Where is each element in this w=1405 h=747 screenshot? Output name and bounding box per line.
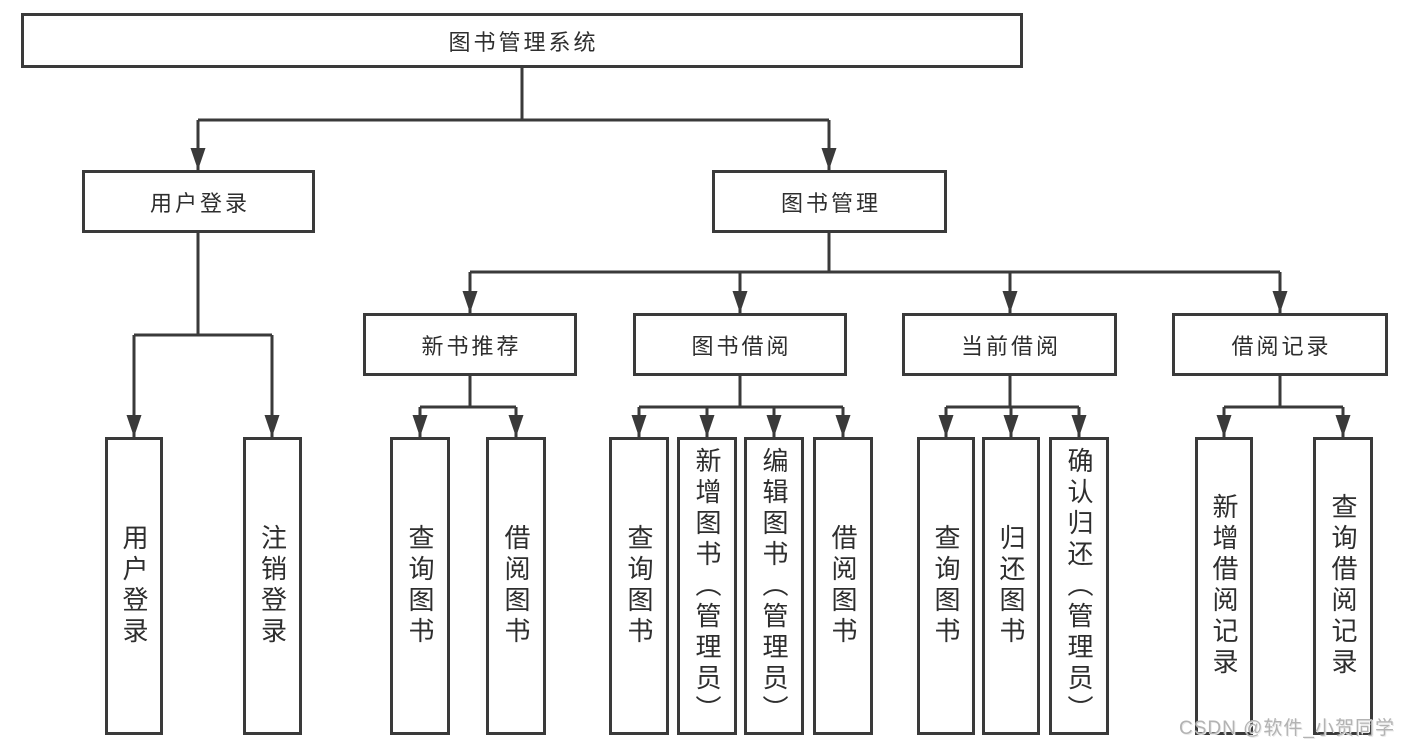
node-label: 借阅记录 <box>1231 333 1332 359</box>
node-leaf-query-books-3: 查询图书 <box>917 437 975 735</box>
node-label: 用户登录 <box>149 190 250 216</box>
node-current-borrowing: 当前借阅 <box>902 313 1117 376</box>
node-label: 查询图书 <box>405 524 435 648</box>
node-label: 借阅图书 <box>501 524 531 648</box>
node-label: 图书管理系统 <box>448 29 599 55</box>
node-label: 查询图书 <box>931 524 961 648</box>
node-root: 图书管理系统 <box>21 13 1023 68</box>
node-new-book-recommend: 新书推荐 <box>363 313 577 376</box>
node-leaf-edit-book-admin: 编辑图书（管理员） <box>744 437 804 735</box>
node-leaf-query-books-1: 查询图书 <box>390 437 450 735</box>
node-label: 归还图书 <box>996 524 1026 648</box>
node-leaf-borrow-books-1: 借阅图书 <box>486 437 546 735</box>
node-label: 当前借阅 <box>960 333 1061 359</box>
node-label: 新书推荐 <box>421 333 522 359</box>
node-leaf-user-login: 用户登录 <box>105 437 163 735</box>
node-label: 查询图书 <box>624 524 654 648</box>
node-label: 确认归还（管理员） <box>1064 446 1094 726</box>
edge-rails <box>134 68 1343 409</box>
node-label: 借阅图书 <box>828 524 858 648</box>
node-leaf-return-book: 归还图书 <box>982 437 1040 735</box>
node-book-borrowing: 图书借阅 <box>633 313 847 376</box>
node-leaf-add-borrow-record: 新增借阅记录 <box>1195 437 1253 735</box>
node-label: 查询借阅记录 <box>1328 493 1358 679</box>
node-leaf-borrow-books-2: 借阅图书 <box>813 437 873 735</box>
node-label: 新增图书（管理员） <box>692 446 722 726</box>
node-leaf-logout: 注销登录 <box>243 437 302 735</box>
node-label: 新增借阅记录 <box>1209 493 1239 679</box>
node-leaf-add-book-admin: 新增图书（管理员） <box>677 437 737 735</box>
node-label: 图书管理 <box>780 190 881 216</box>
node-leaf-query-borrow-record: 查询借阅记录 <box>1313 437 1373 735</box>
csdn-watermark: CSDN @软件_小贺同学 <box>1179 718 1395 739</box>
node-label: 用户登录 <box>119 524 149 648</box>
node-label: 图书借阅 <box>691 333 792 359</box>
node-leaf-query-books-2: 查询图书 <box>609 437 669 735</box>
node-leaf-confirm-return-admin: 确认归还（管理员） <box>1049 437 1109 735</box>
node-label: 注销登录 <box>257 524 288 648</box>
node-user-login: 用户登录 <box>82 170 315 233</box>
node-borrowing-records: 借阅记录 <box>1172 313 1388 376</box>
node-label: 编辑图书（管理员） <box>759 446 789 726</box>
node-book-management: 图书管理 <box>712 170 947 233</box>
